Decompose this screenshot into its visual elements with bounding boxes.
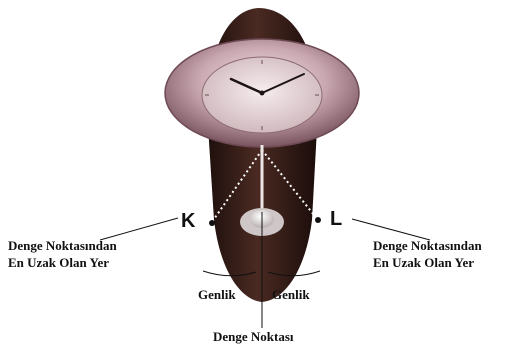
point-l-label: L [330, 209, 342, 229]
amplitude-right-label: Genlik [272, 287, 310, 303]
leader-left [100, 218, 178, 240]
clock-hub [260, 91, 265, 96]
leader-right [352, 219, 430, 240]
left-far-label-line2: En Uzak Olan Yer [8, 255, 109, 271]
amplitude-left-label: Genlik [198, 287, 236, 303]
point-l-dot [315, 217, 321, 223]
point-k-dot [209, 220, 215, 226]
right-far-label-line2: En Uzak Olan Yer [373, 255, 474, 271]
right-far-label-line1: Denge Noktasından [373, 238, 482, 254]
left-far-label-line1: Denge Noktasından [8, 238, 117, 254]
point-k-label: K [181, 211, 195, 231]
equilibrium-label: Denge Noktası [213, 329, 294, 345]
